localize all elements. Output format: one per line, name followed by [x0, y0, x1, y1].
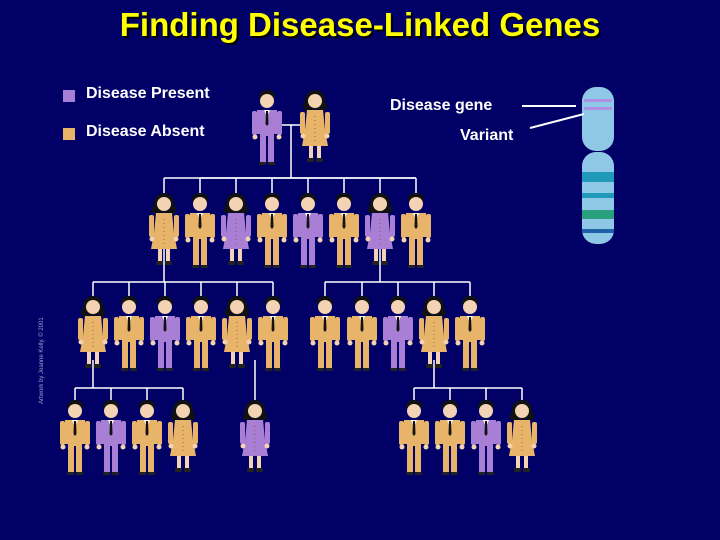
unaffected-female-icon	[149, 193, 179, 265]
variant-pointer	[529, 113, 585, 129]
disease-present-swatch	[63, 90, 75, 102]
unaffected-male-icon	[435, 400, 465, 475]
chromosome-band	[582, 229, 614, 233]
affected-male-icon	[150, 296, 180, 371]
chromosome-upper-arm	[582, 87, 614, 151]
pedigree-people	[60, 90, 537, 475]
legend-label: Disease Absent	[86, 123, 205, 140]
unaffected-male-icon	[310, 296, 340, 371]
disease-gene-label: Disease gene	[390, 97, 493, 114]
unaffected-male-icon	[347, 296, 377, 371]
chromosome-band	[582, 193, 614, 198]
legend-label: Disease Present	[86, 85, 210, 102]
variant-label: Variant	[460, 127, 514, 144]
unaffected-female-icon	[300, 90, 330, 162]
unaffected-female-icon	[168, 400, 198, 472]
pedigree-lines	[74, 124, 523, 400]
unaffected-female-icon	[419, 296, 449, 368]
unaffected-male-icon	[258, 296, 288, 371]
unaffected-male-icon	[401, 193, 431, 268]
unaffected-male-icon	[132, 400, 162, 475]
unaffected-male-icon	[455, 296, 485, 371]
unaffected-male-icon	[60, 400, 90, 475]
page-title: Finding Disease-Linked Genes	[119, 6, 601, 43]
affected-female-icon	[221, 193, 251, 265]
unaffected-male-icon	[399, 400, 429, 475]
variant-band	[584, 107, 612, 110]
unaffected-male-icon	[329, 193, 359, 268]
affected-male-icon	[96, 400, 126, 475]
unaffected-male-icon	[185, 193, 215, 268]
unaffected-female-icon	[507, 400, 537, 472]
affected-male-icon	[252, 90, 282, 165]
unaffected-male-icon	[257, 193, 287, 268]
unaffected-female-icon	[222, 296, 252, 368]
disease-gene-band	[584, 99, 612, 102]
affected-male-icon	[471, 400, 501, 475]
chromosome-icon	[522, 87, 614, 244]
unaffected-male-icon	[114, 296, 144, 371]
affected-female-icon	[240, 400, 270, 472]
affected-male-icon	[383, 296, 413, 371]
affected-male-icon	[293, 193, 323, 268]
unaffected-female-icon	[78, 296, 108, 368]
chromosome-band	[582, 210, 614, 219]
affected-female-icon	[365, 193, 395, 265]
disease-absent-swatch	[63, 128, 75, 140]
unaffected-male-icon	[186, 296, 216, 371]
chromosome-band	[582, 172, 614, 182]
